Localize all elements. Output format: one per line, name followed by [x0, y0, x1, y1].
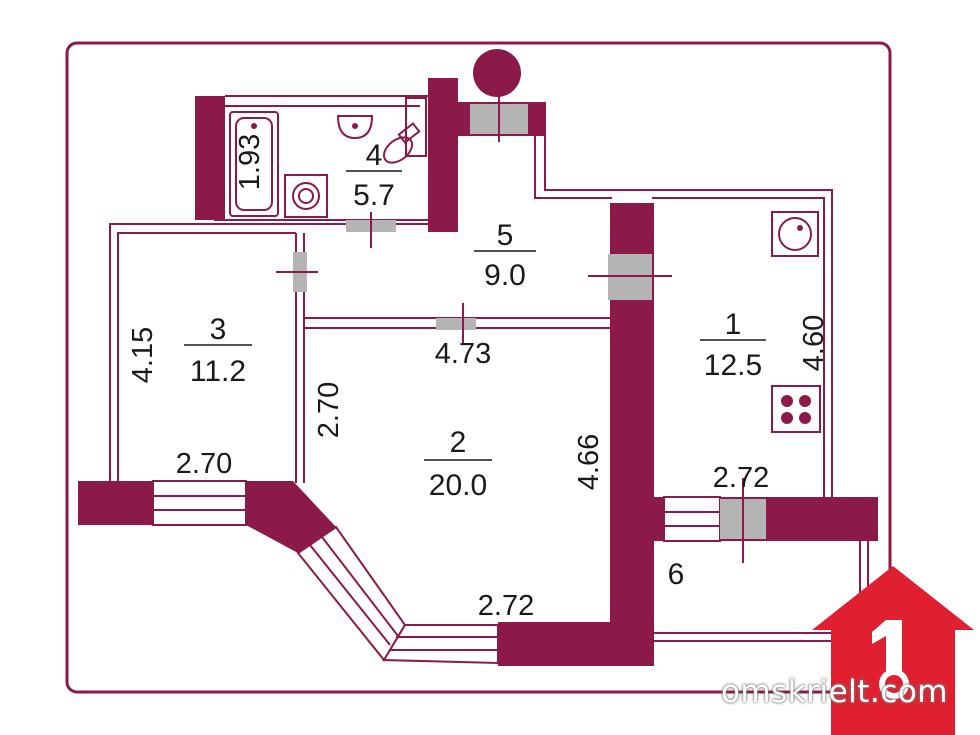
room-labels: 4 5.7 5 9.0 3 11.2 1 12.5 2 20.0 6: [184, 139, 766, 591]
room-area-2: 20.0: [429, 469, 487, 502]
room-number-2: 2: [450, 426, 467, 459]
room-number-1: 1: [725, 308, 742, 341]
riser-icon: [473, 49, 521, 97]
doorways: [293, 104, 766, 539]
dimension-labels: 1.93 4.15 2.70 2.70 4.73 4.66 2.72 2.72 …: [127, 134, 830, 622]
watermark-site: omskrielt.com: [720, 674, 948, 710]
dim-room2-right: 4.66: [573, 434, 605, 490]
dim-room1-height: 4.60: [798, 315, 830, 371]
window-room3: [152, 480, 247, 526]
wall-bath-right: [428, 78, 458, 232]
room-area-3: 11.2: [190, 355, 246, 388]
wall-left-lower: [78, 481, 153, 525]
dim-room2-width: 4.73: [435, 338, 491, 370]
plan-border: [65, 41, 892, 694]
window-bottom: [382, 624, 499, 665]
wall-bay-corner: [246, 481, 336, 553]
stove-icon: [771, 385, 821, 433]
dim-room3-width: 2.70: [176, 448, 232, 480]
toilet-icon: [382, 97, 427, 164]
room-area-5: 9.0: [484, 259, 526, 292]
window-bay: [296, 525, 407, 662]
dim-room3-height: 4.15: [127, 327, 159, 383]
dim-bath-height: 1.93: [234, 134, 266, 190]
room-number-5: 5: [497, 219, 514, 252]
room-number-3: 3: [210, 313, 227, 346]
room-area-1: 12.5: [704, 349, 762, 382]
window-room1: [663, 496, 721, 542]
windows: [152, 480, 721, 665]
dim-room2-bottom: 2.72: [478, 590, 534, 622]
wall-bottom: [498, 622, 648, 666]
wall-bath-left: [195, 96, 225, 220]
interior-outlines: [109, 95, 869, 642]
room-number-4: 4: [366, 139, 383, 172]
door-markers: [276, 92, 744, 563]
kitchen-sink-icon: [771, 211, 819, 257]
dim-room2-left: 2.70: [313, 382, 345, 438]
sink-icon: [336, 115, 374, 140]
bathtub-icon: [229, 111, 279, 217]
logo-house-icon: [812, 566, 974, 735]
dim-room1-width: 2.72: [713, 462, 769, 494]
room-number-6: 6: [668, 558, 685, 591]
room-area-4: 5.7: [353, 179, 395, 212]
washing-machine-icon: [284, 174, 328, 218]
doorway-living: [436, 318, 476, 330]
